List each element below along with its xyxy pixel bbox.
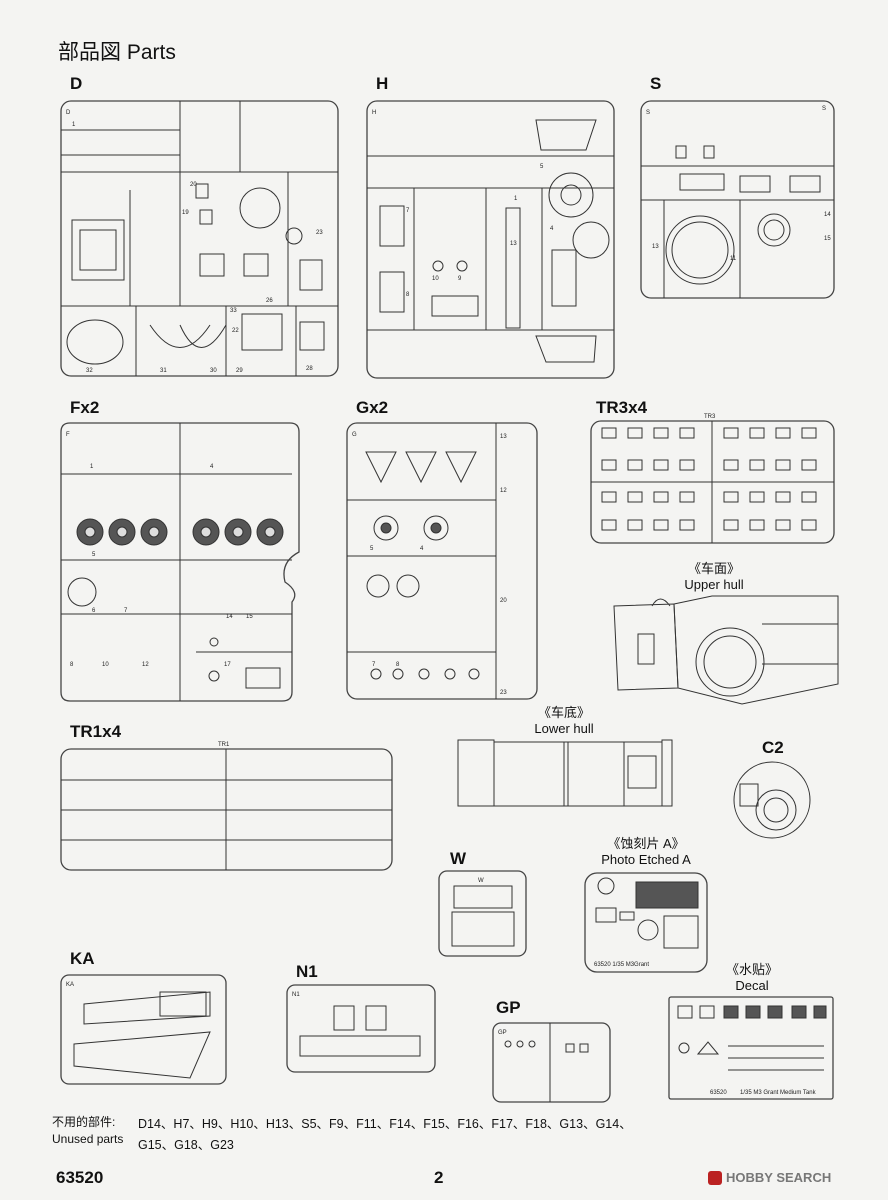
svg-text:15: 15 [246,614,253,620]
svg-text:20: 20 [500,598,507,604]
lower-hull-drawing [457,739,673,807]
sprue-ka-drawing: KA [60,974,227,1085]
unused-parts-list: D14、H7、H9、H10、H13、S5、F9、F11、F14、F15、F16、… [138,1117,632,1152]
part-label-c2: C2 [762,738,784,757]
svg-text:13: 13 [510,241,517,247]
upper-hull-drawing [613,595,839,705]
pe-sheet-label: 63520 1/35 M3Grant [594,962,649,968]
svg-text:13: 13 [652,244,659,250]
hobby-search-logo-icon [708,1170,722,1185]
svg-text:W: W [478,878,484,884]
svg-text:F: F [66,432,70,438]
svg-text:31: 31 [160,368,167,374]
unused-parts-label: 不用的部件: Unused parts [52,1115,124,1146]
sprue-label-s: S [650,74,662,93]
svg-text:4: 4 [420,546,424,552]
svg-text:1: 1 [90,464,94,470]
svg-text:20: 20 [190,182,197,188]
svg-text:15: 15 [824,236,831,242]
sprue-label-gp: GP [496,998,521,1017]
svg-text:26: 26 [266,298,273,304]
svg-text:1: 1 [72,122,76,128]
svg-text:8: 8 [406,292,410,298]
sprue-label-f: Fx2 [70,398,100,417]
decal-sheet-drawing: 63520 1/35 M3 Grant Medium Tank [668,996,834,1100]
sprue-w-drawing: W [438,870,527,957]
photo-etched-caption: 《蚀刻片 A》Photo Etched A [601,836,691,867]
svg-text:12: 12 [500,488,507,494]
svg-text:10: 10 [102,662,109,668]
svg-text:14: 14 [226,614,233,620]
c2-drawing [733,761,811,839]
svg-text:1: 1 [514,196,518,202]
hobby-search-watermark: HOBBY SEARCH [708,1170,831,1185]
svg-text:28: 28 [306,366,313,372]
lower-hull-caption: 《车底》Lower hull [534,705,594,736]
svg-text:19: 19 [182,210,189,216]
svg-text:10: 10 [432,276,439,282]
sprue-label-tr3: TR3x4 [596,398,648,417]
svg-text:G: G [352,432,357,438]
sprue-n1-drawing: N1 [286,984,436,1073]
sprue-s-drawing: S S 13 14 15 11 [640,100,835,299]
svg-text:7: 7 [372,662,376,668]
svg-text:GP: GP [498,1030,507,1036]
svg-text:12: 12 [142,662,149,668]
sprue-h-drawing: H 1 5 4 7 8 13 10 9 [366,100,615,379]
svg-text:D: D [66,110,71,116]
page-number: 2 [434,1168,444,1187]
sprue-label-g: Gx2 [356,398,389,417]
svg-text:4: 4 [210,464,214,470]
svg-text:TR1: TR1 [218,742,230,748]
svg-text:5: 5 [370,546,374,552]
photo-etched-drawing: 63520 1/35 M3Grant [584,872,708,973]
kit-code: 63520 [56,1168,104,1187]
svg-text:33: 33 [230,308,237,314]
sprue-tr3-drawing: TR3 [590,414,835,544]
sprue-label-h: H [376,74,389,93]
sprue-label-tr1: TR1x4 [70,722,122,741]
svg-text:5: 5 [540,164,544,170]
svg-text:4: 4 [550,226,554,232]
svg-text:8: 8 [396,662,400,668]
svg-text:6: 6 [92,608,96,614]
svg-text:13: 13 [500,434,507,440]
svg-text:30: 30 [210,368,217,374]
svg-text:32: 32 [86,368,93,374]
page-title: 部品図 Parts [58,41,176,64]
svg-text:7: 7 [406,208,410,214]
svg-text:23: 23 [316,230,323,236]
svg-text:5: 5 [92,552,96,558]
svg-text:7: 7 [124,608,128,614]
sprue-label-w: W [450,849,467,868]
svg-text:9: 9 [458,276,462,282]
svg-text:17: 17 [224,662,231,668]
svg-text:H: H [372,110,376,116]
svg-text:TR3: TR3 [704,414,716,420]
sprue-label-d: D [70,74,83,93]
sprue-label-ka: KA [70,949,95,968]
sprue-label-n1: N1 [296,962,318,981]
svg-text:S: S [646,110,650,116]
svg-text:23: 23 [500,690,507,696]
upper-hull-caption: 《车面》Upper hull [684,561,744,592]
decal-code: 63520 [710,1090,727,1096]
decal-sheet-label: 1/35 M3 Grant Medium Tank [740,1090,817,1096]
svg-text:22: 22 [232,328,239,334]
svg-text:14: 14 [824,212,831,218]
svg-text:S: S [822,106,826,112]
sprue-tr1-drawing: TR1 [60,742,393,871]
svg-text:8: 8 [70,662,74,668]
sprue-d-drawing: D 1 20 19 32 31 30 29 33 22 28 23 26 [60,100,339,377]
svg-text:N1: N1 [292,992,300,998]
svg-text:KA: KA [66,982,74,988]
sprue-g-drawing: G 13 12 5 4 20 23 7 8 [346,422,538,700]
decal-caption: 《水贴》Decal [725,962,778,993]
sprue-gp-drawing: GP [492,1022,611,1103]
svg-text:11: 11 [730,256,737,262]
svg-text:29: 29 [236,368,243,374]
